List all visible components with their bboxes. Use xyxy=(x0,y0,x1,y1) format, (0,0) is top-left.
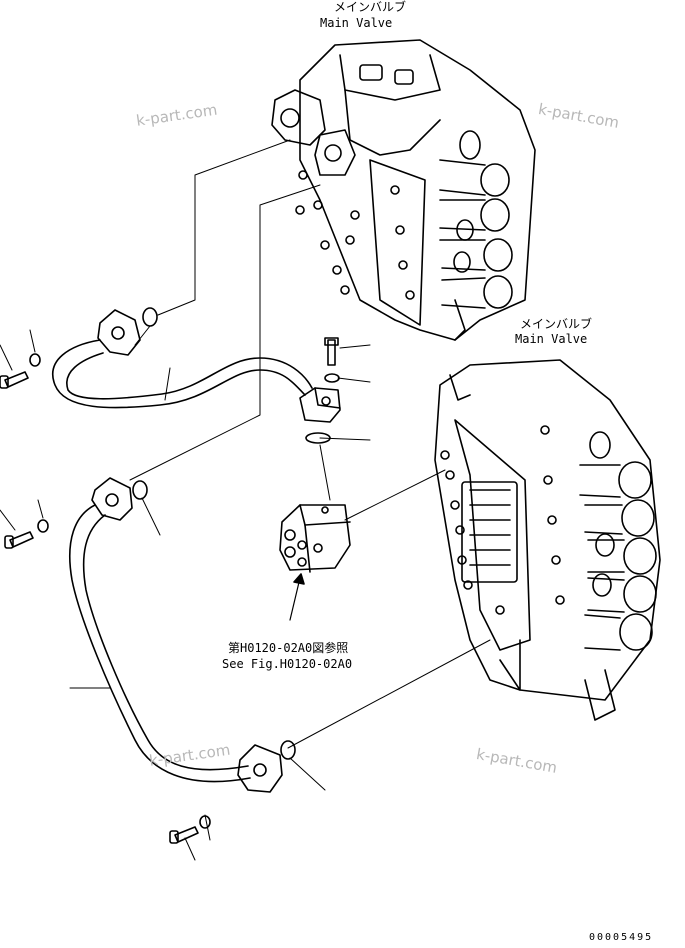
document-id: 00005495 xyxy=(589,932,654,943)
main-valve-top-label-ja: メインバルブ xyxy=(334,0,407,14)
lower-pipe xyxy=(68,477,283,793)
main-valve-top xyxy=(271,39,536,341)
main-valve-top-label-en: Main Valve xyxy=(320,16,393,30)
see-figure-ref-ja: 第H0120-02A0図参照 xyxy=(228,641,349,655)
o-ring xyxy=(280,740,296,760)
main-valve-mid-label-ja: メインバルブ xyxy=(520,317,593,331)
junction-block xyxy=(279,504,351,573)
bolt xyxy=(0,353,211,844)
main-valve-mid xyxy=(434,359,661,721)
reference-arrow xyxy=(289,573,305,621)
pipe-joint-block xyxy=(299,337,341,444)
upper-pipe xyxy=(52,309,313,409)
leader-lines xyxy=(0,139,491,861)
main-valve-mid-label-en: Main Valve xyxy=(515,332,588,346)
o-ring xyxy=(132,480,148,500)
see-figure-ref-en: See Fig.H0120-02A0 xyxy=(222,657,353,671)
o-ring xyxy=(142,307,158,327)
